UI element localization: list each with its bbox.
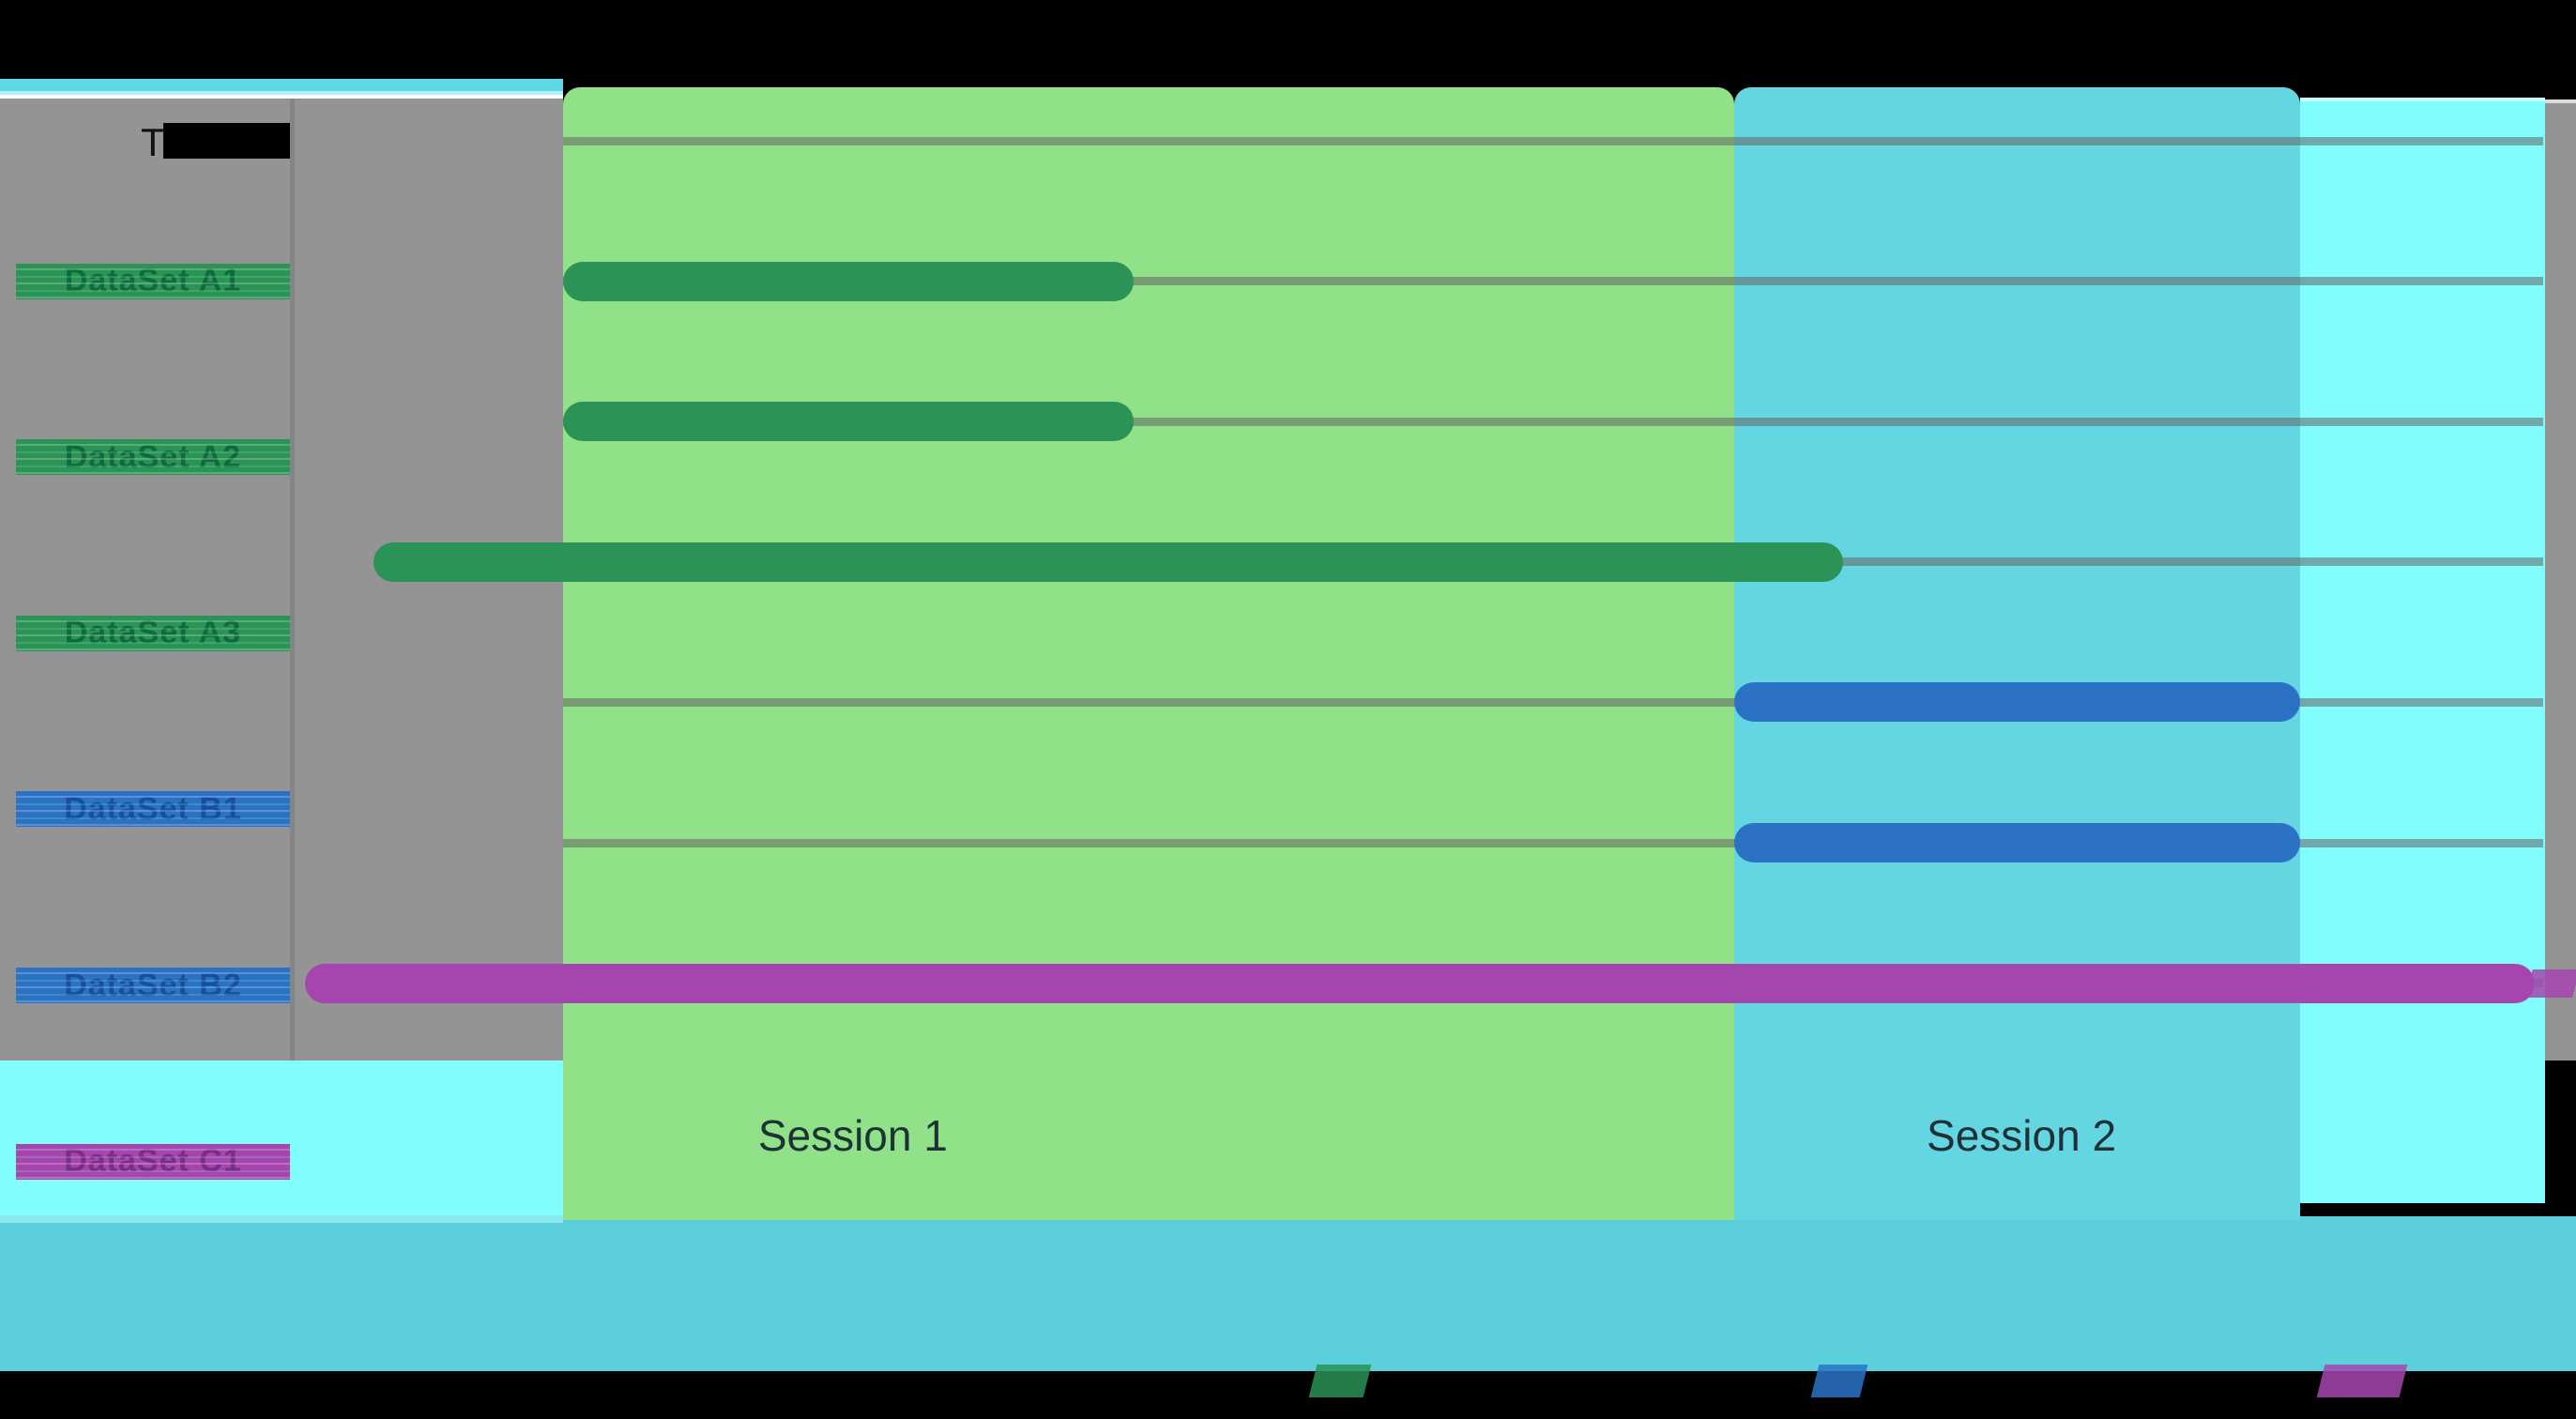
gridline-row-2 <box>563 417 2543 426</box>
right-gray-strip-top-line <box>2545 99 2576 103</box>
axis-divider-line <box>290 99 295 1060</box>
right-margin-column-top-line <box>2300 98 2545 101</box>
row-badge-dataset-b2: DataSet B2 <box>16 968 290 1003</box>
top-white-line <box>0 95 563 99</box>
legend-glitch-streak-group-a <box>1308 1365 1372 1397</box>
right-gray-strip <box>2545 99 2576 1060</box>
legend-glitch-streak-group-b <box>1810 1365 1868 1397</box>
row-badge-dataset-b1: DataSet B1 <box>16 791 290 828</box>
gridline-row-1 <box>563 277 2543 286</box>
chart-title-redaction-box <box>163 123 290 159</box>
row-badge-dataset-c1: DataSet C1 <box>16 1143 290 1180</box>
legend-glitch-streak-group-c <box>2316 1365 2408 1397</box>
session-label-1: Session 1 <box>757 1111 948 1160</box>
gridline-row-4 <box>563 697 2543 707</box>
session-label-2: Session 2 <box>1927 1111 2117 1160</box>
footer-cyan-block-bottom-line <box>0 1215 563 1223</box>
row-badge-dataset-a1: DataSet A1 <box>16 263 290 299</box>
gantt-bar-dataset-a1[interactable] <box>562 261 1134 301</box>
bar-tail-glitch-streak <box>2525 969 2576 998</box>
top-cyan-strip <box>0 79 563 91</box>
gridline-row-5 <box>563 838 2543 847</box>
gridline-row-0 <box>563 136 2543 145</box>
footer-black-band <box>0 1371 2576 1419</box>
gantt-bar-dataset-b2[interactable] <box>1733 823 2300 862</box>
row-badge-dataset-a3: DataSet A3 <box>16 615 290 651</box>
session-column-1 <box>562 87 1734 1220</box>
gantt-bar-dataset-a3[interactable] <box>373 542 1844 582</box>
right-margin-column <box>2300 98 2545 1203</box>
gantt-bar-dataset-b1[interactable] <box>1733 682 2300 723</box>
top-cyan-strip-light-line <box>0 91 563 95</box>
footer-teal-band <box>0 1216 2576 1371</box>
session-column-2 <box>1733 87 2300 1220</box>
gantt-bar-dataset-c1[interactable] <box>305 963 2536 1003</box>
gantt-bar-dataset-a2[interactable] <box>562 402 1134 442</box>
footer-cyan-block <box>0 1060 563 1223</box>
row-badge-dataset-a2: DataSet A2 <box>16 439 290 476</box>
chart-title-visible-text: T <box>141 120 165 164</box>
